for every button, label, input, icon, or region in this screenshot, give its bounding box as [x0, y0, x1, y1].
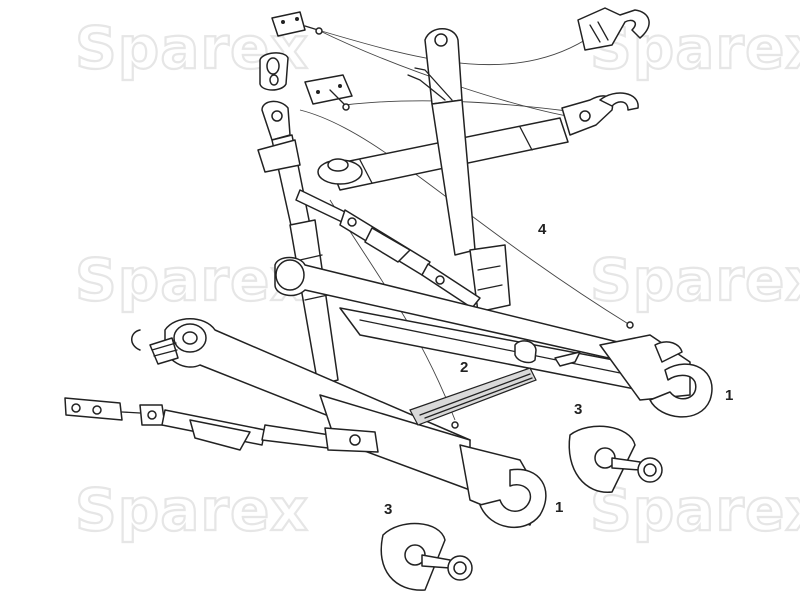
stabiliser-bar — [409, 340, 581, 426]
callout-labels: 4 2 3 1 1 3 — [384, 221, 733, 518]
left-lower-arm — [131, 318, 547, 529]
callout-1-right: 1 — [725, 387, 733, 404]
watermark-group: Sparex Sparex Sparex Sparex Sparex Spare… — [74, 13, 800, 545]
hook-latch-left — [380, 522, 473, 591]
watermark-text: Sparex — [590, 246, 800, 314]
callout-3-right: 3 — [574, 401, 582, 418]
callout-1-left: 1 — [555, 499, 563, 516]
watermark-text: Sparex — [75, 476, 309, 544]
detached-bracket-mid — [304, 74, 353, 111]
top-link-assembly — [317, 92, 639, 191]
stabiliser-turnbuckle — [295, 189, 481, 309]
watermark-text: Sparex — [75, 14, 309, 82]
watermark-text: Sparex — [75, 246, 309, 314]
callout-4: 4 — [538, 221, 547, 238]
detached-bush — [259, 52, 289, 91]
hook-latch-right — [568, 425, 663, 493]
left-check-chain — [64, 397, 379, 453]
right-lower-arm — [599, 321, 713, 418]
watermark-text: Sparex — [590, 14, 800, 82]
detached-bracket-top — [271, 11, 323, 37]
top-hook-detached — [577, 7, 650, 51]
mast-assembly — [407, 28, 511, 313]
watermark-text: Sparex — [590, 476, 800, 544]
callout-3-left: 3 — [384, 501, 392, 518]
left-lift-rod — [257, 100, 339, 386]
callout-2: 2 — [460, 359, 468, 376]
